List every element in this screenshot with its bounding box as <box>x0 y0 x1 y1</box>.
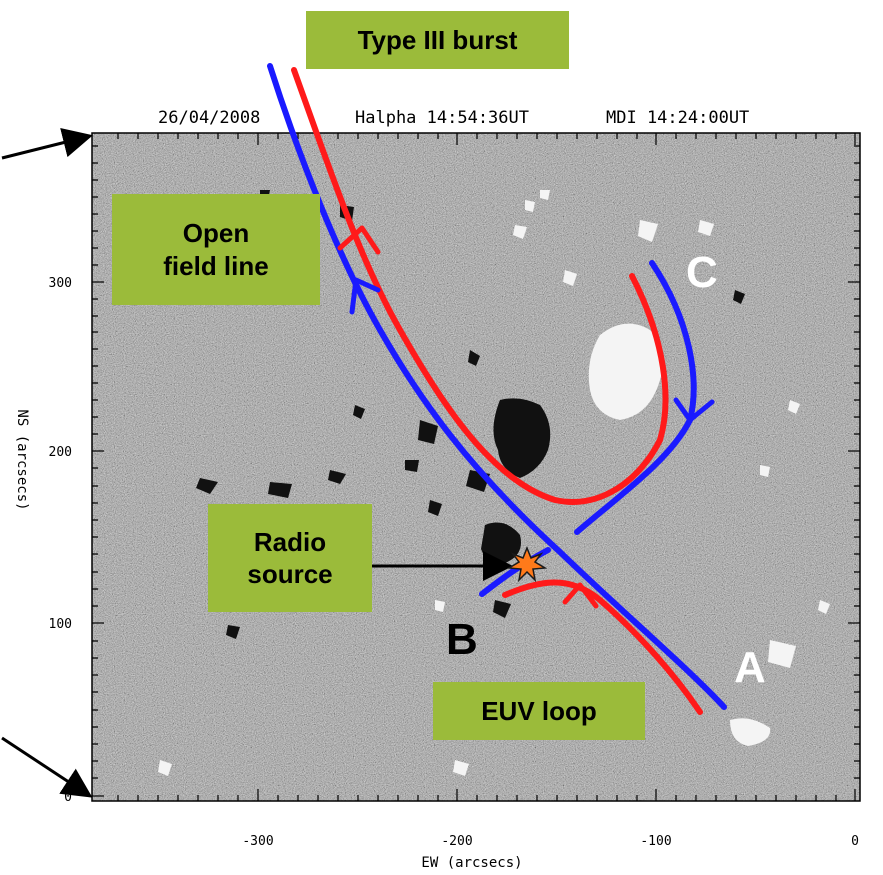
blue-direction-chevron <box>673 397 715 423</box>
header-mdi-time: MDI 14:24:00UT <box>606 108 749 128</box>
header-halpha-time: Halpha 14:54:36UT <box>355 108 529 128</box>
y-tick-label: 100 <box>49 617 72 632</box>
y-axis-label: NS (arcsecs) <box>14 409 30 510</box>
radio-source-text-1: Radio <box>253 526 327 557</box>
radio-source-label: Radio source <box>208 504 372 612</box>
euv-loop-label: EUV loop <box>433 682 645 740</box>
red-euv-loop <box>502 579 703 715</box>
type-iii-burst-label: Type III burst <box>306 11 569 69</box>
open-field-line-text-2: field line <box>163 250 269 281</box>
label-a: A <box>734 643 766 692</box>
type-iii-burst-text: Type III burst <box>357 24 518 55</box>
red-direction-chevron <box>337 225 381 255</box>
x-tick-label: -100 <box>640 834 671 849</box>
plot-frame <box>91 132 861 802</box>
top-left-pointer-arrow <box>1 127 93 160</box>
blue-open-field-line <box>267 63 727 710</box>
label-b: B <box>446 615 478 664</box>
y-tick-label: 300 <box>49 276 72 291</box>
open-field-line-label: Open field line <box>112 194 320 305</box>
label-c: C <box>686 248 718 297</box>
bottom-left-pointer-arrow <box>1 736 93 798</box>
x-tick-label: -300 <box>242 834 273 849</box>
euv-loop-text: EUV loop <box>481 695 597 726</box>
y-tick-label: 200 <box>49 445 72 460</box>
axis-ticks <box>92 133 860 801</box>
radio-source-text-2: source <box>247 559 333 589</box>
x-axis-label: EW (arcsecs) <box>421 855 522 871</box>
red-direction-chevron <box>562 582 599 609</box>
radio-source-star-icon <box>506 545 548 583</box>
y-tick-label: 0 <box>64 790 72 805</box>
blue-direction-chevron <box>349 277 381 315</box>
x-tick-label: -200 <box>441 834 472 849</box>
x-tick-label: 0 <box>851 834 859 849</box>
open-field-line-text-1: Open <box>182 218 250 248</box>
header-date: 26/04/2008 <box>158 108 260 128</box>
